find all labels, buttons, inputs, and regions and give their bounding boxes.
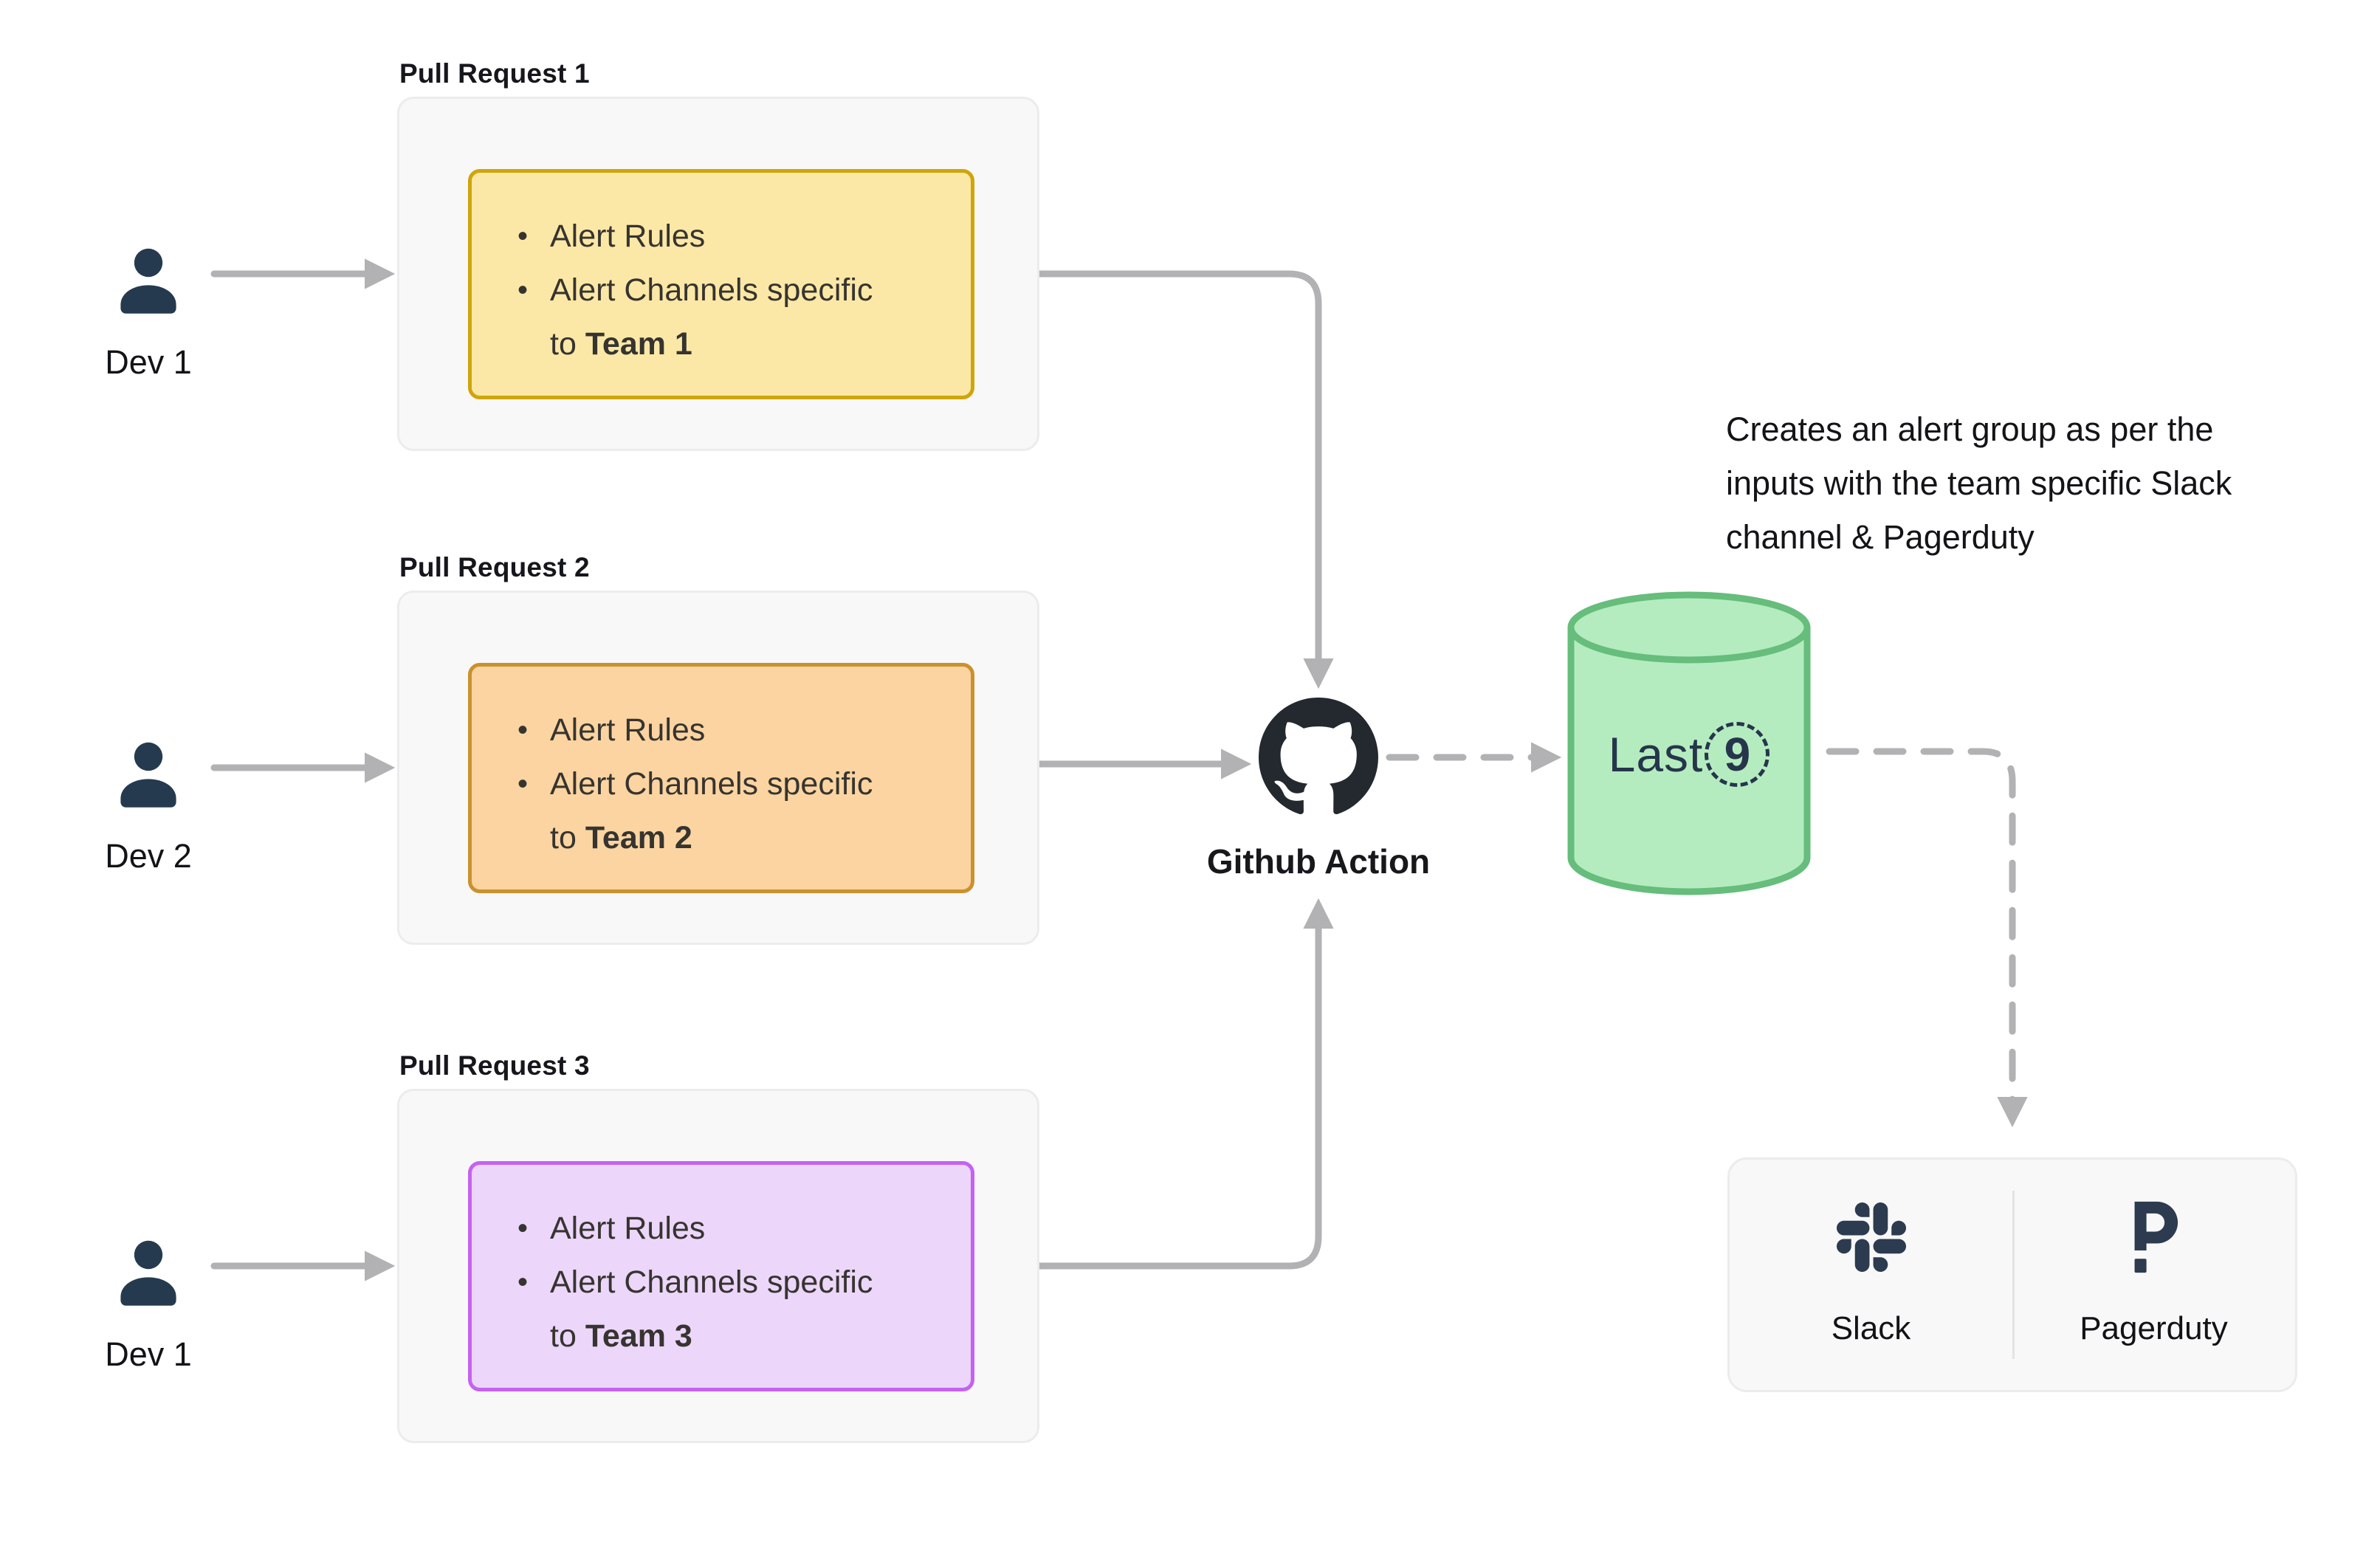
dashed-arrow-last9-to-destinations [1826,748,2028,1128]
pr1-bullet-1: • Alert Rules [517,210,950,264]
pr2-team-name: Team 2 [585,820,692,856]
database-cylinder [1567,591,1811,895]
cylinder-top [1567,591,1811,664]
github-octocat-icon [1259,698,1378,815]
person-icon [120,742,176,808]
bullet-dot-icon: • [517,1212,529,1245]
dev1-label: Dev 1 [105,343,192,381]
slack-iconbox [1836,1197,1906,1278]
pr1-team-name: Team 1 [585,326,692,362]
pr3-bullet-1: • Alert Rules [517,1202,950,1256]
pr3-bullet-2-continued: to Team 3 [517,1310,950,1363]
destinations-card: Slack Pagerduty [1727,1157,2297,1392]
person-icon [120,1240,176,1306]
bullet-dot-icon: • [517,274,529,306]
pr2-team-box: • Alert Rules • Alert Channels specific … [468,663,974,893]
pr1-title: Pull Request 1 [399,58,590,89]
pr1-team-box: • Alert Rules • Alert Channels specific … [468,169,974,399]
pr2-title: Pull Request 2 [399,552,590,582]
annotation-line-3: channel & Pagerduty [1726,518,2035,556]
github-action-label: Github Action [1206,842,1431,881]
arrow-pr1-to-github [1036,270,1334,689]
last9-logo-ring-icon: 9 [1705,722,1770,787]
bullet-dot-icon: • [517,768,529,800]
pagerduty-label: Pagerduty [2080,1310,2228,1346]
pr2-bullet-2-text: Alert Channels specific [550,766,873,802]
cylinder-body [1567,627,1811,895]
last9-node: Last 9 [1567,591,1811,897]
pr1-line3-prefix: to [550,326,577,362]
pr3-card: • Alert Rules • Alert Channels specific … [397,1089,1039,1443]
dev2-label: Dev 2 [105,837,192,875]
pr2-bullet-1-text: Alert Rules [550,712,706,748]
pagerduty-iconbox [2129,1197,2179,1278]
annotation-text: Creates an alert group as per the inputs… [1726,402,2361,564]
pagerduty-cell: Pagerduty [2012,1160,2295,1390]
pr1-card: • Alert Rules • Alert Channels specific … [397,97,1039,451]
bullet-dot-icon: • [517,1266,529,1298]
pr3-bullet-1-text: Alert Rules [550,1211,706,1246]
pr3-bullet-2: • Alert Channels specific [517,1256,950,1310]
pr2-card: • Alert Rules • Alert Channels specific … [397,591,1039,945]
pr2-bullet-2-continued: to Team 2 [517,811,950,865]
pr2-bullet-2: • Alert Channels specific [517,757,950,811]
dev3-figure [110,1234,187,1317]
pr3-title: Pull Request 3 [399,1050,590,1081]
pr3-bullet-2-text: Alert Channels specific [550,1264,873,1300]
slack-cell: Slack [1730,1160,2012,1390]
pr3-team-name: Team 3 [585,1318,692,1354]
pr3-line3-prefix: to [550,1318,577,1354]
pr1-bullet-1-text: Alert Rules [550,218,706,254]
last9-logo-word: Last [1608,727,1704,782]
destinations-divider [2012,1191,2015,1359]
dev2-figure [110,736,187,819]
pr1-bullet-2-text: Alert Channels specific [550,272,873,308]
dev1-figure [110,242,187,325]
slack-label: Slack [1831,1310,1911,1346]
person-icon [120,248,176,314]
pr1-bullet-2: • Alert Channels specific [517,264,950,317]
pr2-line3-prefix: to [550,820,577,856]
pr3-team-box: • Alert Rules • Alert Channels specific … [468,1161,974,1391]
last9-logo-digit: 9 [1724,728,1751,781]
last9-logo: Last 9 [1567,722,1811,787]
pr2-bullet-1: • Alert Rules [517,703,950,757]
pr1-bullet-2-continued: to Team 1 [517,317,950,371]
annotation-line-2: inputs with the team specific Slack [1726,464,2232,502]
arrow-pr3-to-github [1036,898,1334,1270]
annotation-line-1: Creates an alert group as per the [1726,410,2214,448]
github-action-node [1259,698,1378,817]
dev3-label: Dev 1 [105,1335,192,1373]
pagerduty-icon [2134,1201,2178,1273]
bullet-dot-icon: • [517,220,529,252]
slack-icon [1836,1202,1906,1272]
bullet-dot-icon: • [517,714,529,746]
